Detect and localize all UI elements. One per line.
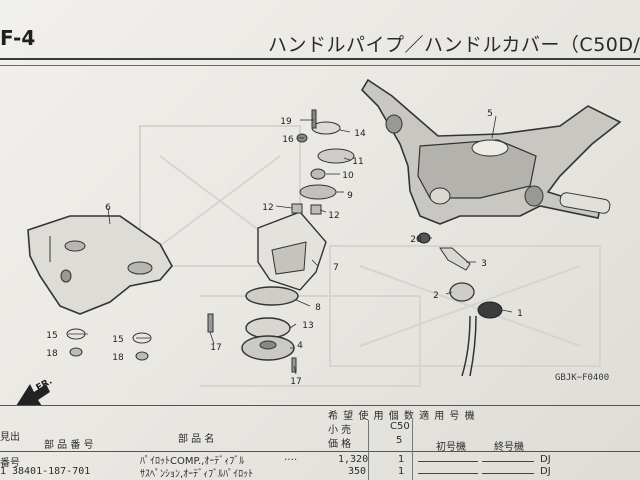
table-header-rule: [0, 451, 640, 452]
row-part-name: ｻｽﾍﾟﾝｼｮﾝ,ｵｰﾃﾞｨﾌﾞﾙﾊﾟｲﾛｯﾄ: [140, 469, 254, 480]
row-part-number: 38401-187-701: [12, 466, 91, 477]
bracket-part: [257, 211, 327, 291]
header-rule-thin: [0, 65, 640, 66]
header-price: 価 格: [328, 439, 352, 450]
callout-1: 1: [517, 309, 523, 319]
row-leader-dots: ‥‥: [284, 452, 298, 463]
washer-stack: [291, 109, 355, 215]
header-qty-count: 5: [396, 435, 403, 446]
row-qty: 1: [398, 466, 405, 477]
callout-20: 20: [410, 235, 422, 245]
column-divider: [412, 420, 413, 480]
callout-17a: 17: [210, 343, 221, 353]
callout-12b: 12: [328, 211, 339, 221]
header-usage-applicable: 希 望 使 用 個 数 適 用 号 機: [328, 411, 476, 422]
row-part-name: ﾊﾟｲﾛｯﾄCOMP.,ｵｰﾃﾞｨﾌﾞﾙ: [140, 456, 245, 467]
row-last-serial-blank: [482, 461, 534, 462]
callout-15a: 15: [46, 331, 57, 341]
switch-assembly: [417, 232, 503, 377]
diagram-code: GBJK−F0400: [555, 373, 610, 383]
page-code: F-4: [0, 26, 36, 50]
col-first-serial: 初号機: [436, 442, 466, 453]
handle-pipe-part: [360, 78, 622, 225]
callout-19: 19: [280, 117, 292, 127]
callout-11: 11: [352, 157, 363, 167]
callout-13: 13: [302, 321, 313, 331]
row-last-serial-blank: [482, 473, 534, 474]
col-part-number: 部 品 番 号: [44, 440, 94, 451]
row-first-serial-blank: [418, 473, 478, 474]
callout-18a: 18: [46, 349, 58, 359]
callout-16: 16: [282, 135, 294, 145]
callout-15b: 15: [112, 335, 123, 345]
column-divider: [368, 420, 369, 480]
row-first-serial-blank: [418, 461, 478, 462]
row-qty: 1: [398, 454, 405, 465]
row-price: 1,320: [338, 454, 369, 465]
row-model-code: DJ: [540, 454, 551, 465]
header-model-c50: C50: [390, 421, 410, 432]
row-ref: 1: [0, 466, 7, 477]
col-part-name: 部 品 名: [178, 434, 215, 445]
callout-3: 3: [481, 259, 487, 269]
callout-10: 10: [342, 171, 354, 181]
handle-cover-part: [27, 215, 173, 315]
row-model-code: DJ: [540, 466, 551, 477]
col-last-serial: 終号機: [494, 442, 524, 453]
row-number-label: 番号: [0, 458, 20, 469]
callout-14: 14: [354, 129, 366, 139]
page-title: ハンドルパイプ／ハンドルカバー（C50D/: [268, 34, 640, 56]
header-retail: 小 売: [328, 425, 352, 436]
callout-6: 6: [105, 203, 111, 213]
exploded-parts-diagram: 1 2 3 4 5 6 7 8 9 10 11 12 12 13 14 15 1…: [16, 78, 622, 406]
callout-8: 8: [315, 303, 321, 313]
header-rule: [0, 58, 640, 60]
gear-part: [241, 286, 299, 361]
leader-lines: [68, 115, 513, 375]
callout-18b: 18: [112, 353, 124, 363]
front-direction-arrow: [16, 384, 50, 406]
callout-17b: 17: [290, 377, 301, 387]
callout-2: 2: [433, 291, 439, 301]
row-price: 350: [348, 466, 367, 477]
col-heading-label: 見出: [0, 432, 20, 443]
callout-7: 7: [333, 263, 339, 273]
table-top-rule: [0, 405, 640, 406]
callout-4: 4: [297, 341, 303, 351]
callout-9: 9: [347, 191, 353, 201]
callout-5: 5: [487, 109, 493, 119]
callout-12a: 12: [262, 203, 273, 213]
